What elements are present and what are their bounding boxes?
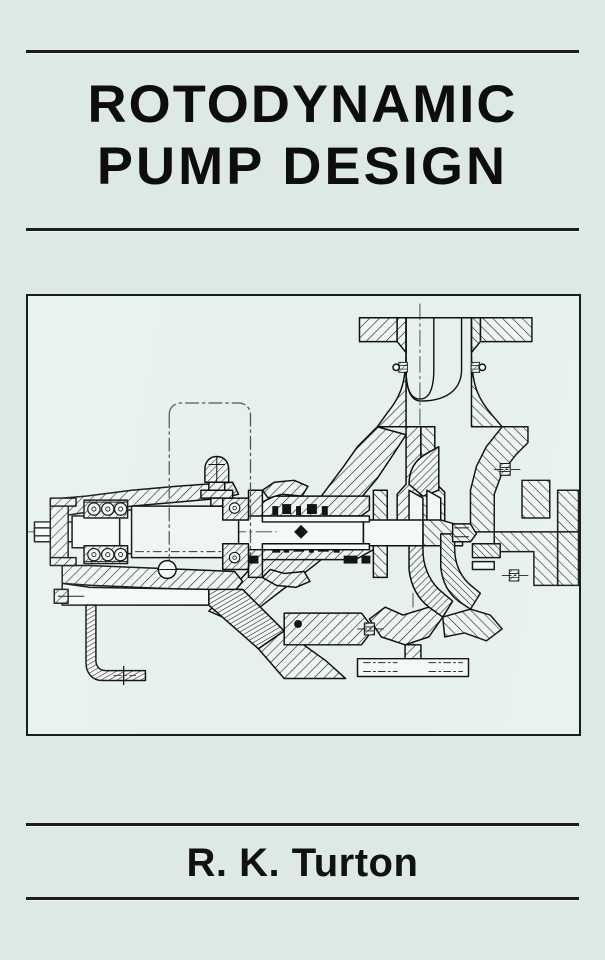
bearing-pair-pump-end	[221, 497, 250, 571]
bearing-housing	[49, 481, 244, 593]
pedestal-arm	[283, 612, 375, 646]
suction-nozzle-flange	[556, 489, 579, 587]
oil-lubricator	[200, 455, 234, 507]
rule-under-title	[26, 228, 579, 231]
impeller-retaining-nut	[451, 523, 478, 543]
shaft-sleeve	[261, 515, 371, 551]
author-name: R. K. Turton	[186, 841, 419, 885]
author-block: R. K. Turton	[0, 840, 605, 886]
page-title-line-2: PUMP DESIGN	[96, 137, 509, 196]
rule-above-author	[26, 823, 579, 826]
casing-stud-left	[392, 363, 401, 372]
bearing-pair-drive-end	[83, 499, 129, 565]
pump-cross-section-drawing	[28, 303, 579, 686]
discharge-flange-bolt-left	[398, 361, 408, 373]
bearing-housing-foot	[53, 582, 386, 680]
pedestal-dowel	[294, 620, 303, 628]
casing-cover-plate	[493, 531, 559, 587]
pump-illustration-frame	[26, 294, 581, 736]
casing-lug	[521, 479, 551, 519]
discharge-throat	[376, 317, 503, 428]
lubricator-phantom-envelope	[168, 402, 252, 561]
impeller	[408, 445, 482, 618]
casing-joint-detail	[261, 479, 311, 589]
suction-and-lower-casing	[356, 606, 503, 678]
seal-flush-detail	[248, 555, 371, 564]
casing-drain-plug	[404, 644, 422, 660]
discharge-nozzle-flange	[358, 317, 533, 354]
page-title-line-1: ROTODYNAMIC	[87, 75, 518, 134]
rule-bottom	[26, 897, 579, 900]
casing-wear-ring	[471, 542, 501, 571]
bearing-housing-drain-pipe	[85, 604, 147, 686]
casing-base-bar	[356, 657, 470, 678]
rule-top	[26, 50, 579, 53]
casing-stud-right	[478, 363, 487, 372]
title-block: ROTODYNAMIC PUMP DESIGN	[0, 74, 605, 198]
discharge-flange-bolt-right	[470, 361, 481, 373]
